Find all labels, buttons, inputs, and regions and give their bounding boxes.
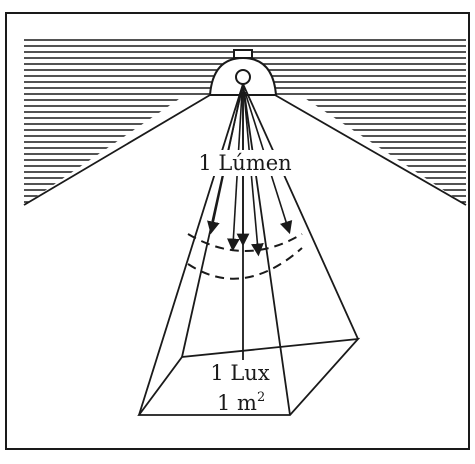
lamp-mount <box>234 50 252 58</box>
area-exponent: 2 <box>257 390 265 405</box>
lux-label: 1 Lux <box>210 361 270 385</box>
lamp-bulb <box>236 70 250 84</box>
lumen-label: 1 Lúmen <box>198 151 291 175</box>
area-value: 1 m <box>217 391 257 415</box>
